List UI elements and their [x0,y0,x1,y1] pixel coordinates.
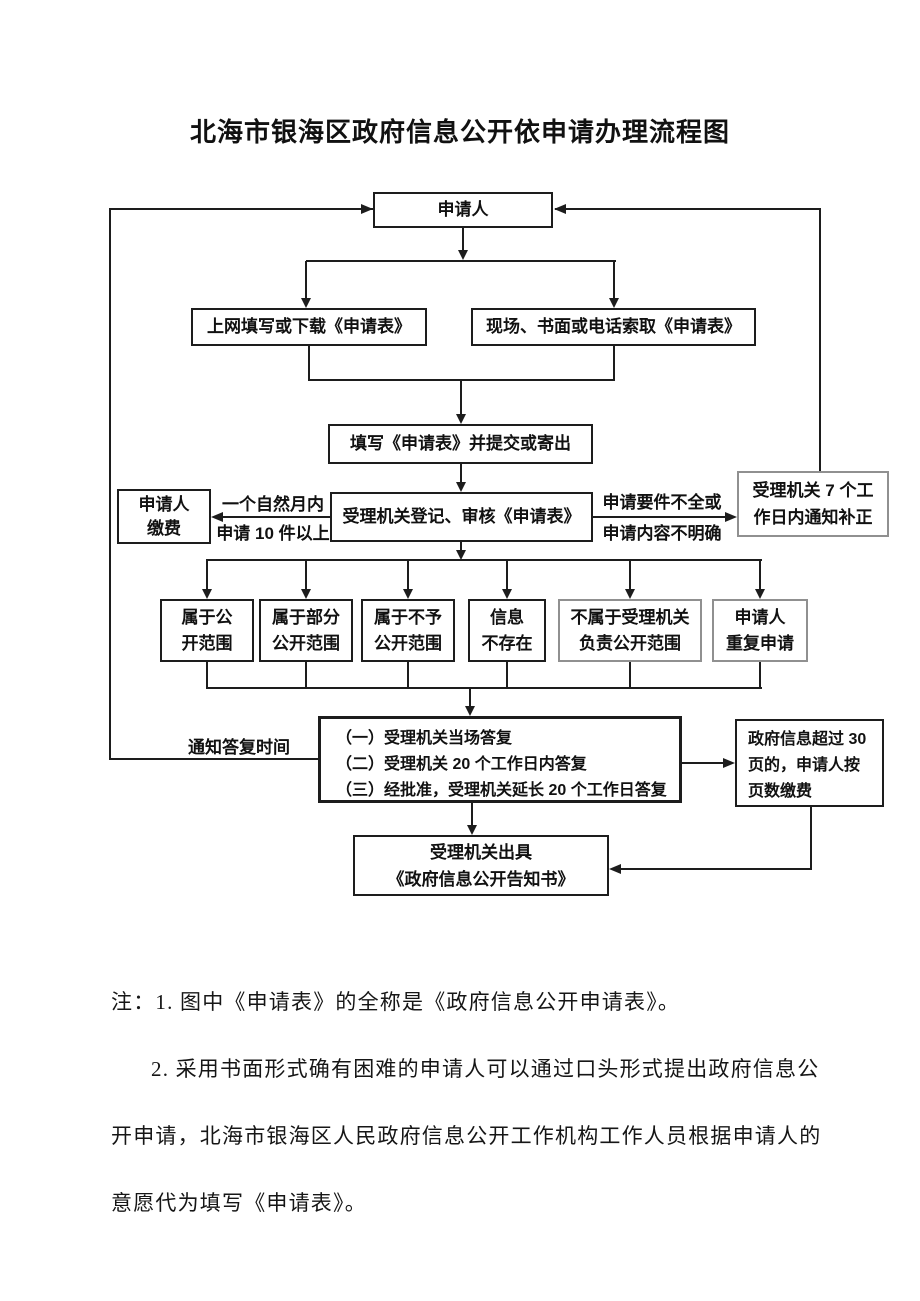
node-applicant: 申请人 [373,192,553,228]
connector-drop-1 [206,561,208,589]
arrowhead-into-pay [211,512,223,522]
node-info-not-exist: 信息 不存在 [468,599,546,662]
connector-register-supplement [593,516,725,518]
node-online-download-form: 上网填写或下载《申请表》 [191,308,427,346]
connector-drop-5 [629,561,631,589]
arrowhead-into-applicant-right [554,204,566,214]
edge-label-incomplete-bottom: 申请内容不明确 [602,524,722,543]
connector-distribution-line [206,559,762,561]
node-pages-fee: 政府信息超过 30 页的，申请人按 页数缴费 [735,719,884,807]
arrowhead-into-online [301,298,311,308]
arrowhead-drop-5 [625,589,635,599]
connector-merge-forms [308,379,615,381]
note-line-3: 开申请，北海市银海区人民政府信息公开工作机构工作人员根据申请人的 [111,1124,822,1148]
connector-pagesfee-issue [621,868,812,870]
note-line-4: 意愿代为填写《申请表》。 [111,1191,367,1215]
note-line-1: 注：1. 图中《申请表》的全称是《政府信息公开申请表》。 [111,990,681,1014]
connector-supplement-up-vertical [819,208,821,471]
connector-feedback-left-vertical [109,208,111,760]
edge-label-monthly-limit-top: 一个自然月内 [222,495,324,514]
node-onsite-request-form: 现场、书面或电话索取《申请表》 [471,308,756,346]
arrowhead-drop-4 [502,589,512,599]
connector-drop-6 [759,561,761,589]
connector-stub-3 [407,662,409,688]
edge-label-monthly-limit-bottom: 申请 10 件以上 [216,524,330,543]
connector-drop-2 [305,561,307,589]
node-applicant-pay: 申请人 缴费 [117,489,211,544]
node-notify-supplement: 受理机关 7 个工 作日内通知补正 [737,471,889,537]
connector-reply-pagesfee [682,762,725,764]
node-issue-notice: 受理机关出具 《政府信息公开告知书》 [353,835,609,896]
arrowhead-into-fill [456,414,466,424]
reply-option-1: （一）受理机关当场答复 [336,730,513,747]
connector-results-drop [469,688,471,706]
connector-register-pay [221,516,330,518]
node-register-review: 受理机关登记、审核《申请表》 [330,492,593,542]
arrowhead-drop-2 [301,589,311,599]
arrowhead-applicant-down [458,250,468,260]
connector-reply-issue [471,803,473,825]
node-within-disclosure-scope: 属于公 开范围 [160,599,254,662]
node-not-responsible: 不属于受理机关 负责公开范围 [558,599,702,662]
reply-option-2: （二）受理机关 20 个工作日内答复 [336,756,587,773]
connector-stub-1 [206,662,208,688]
arrowhead-into-reply [465,706,475,716]
arrowhead-drop-3 [403,589,413,599]
edge-label-incomplete-top: 申请要件不全或 [602,493,722,512]
node-non-disclosure: 属于不予 公开范围 [361,599,455,662]
node-partial-disclosure: 属于部分 公开范围 [259,599,353,662]
reply-option-3: （三）经批准，受理机关延长 20 个工作日答复 [336,782,667,799]
connector-pagesfee-down [810,807,812,869]
arrowhead-into-supplement [725,512,737,522]
arrowhead-into-applicant-left [361,204,373,214]
connector-applicant-down [462,228,464,252]
connector-drop-3 [407,561,409,589]
connector-splitter-left-drop [305,261,307,298]
arrowhead-into-register [456,482,466,492]
note-line-2: 2. 采用书面形式确有困难的申请人可以通过口头形式提出政府信息公 [151,1057,820,1081]
connector-merge-results [206,687,762,689]
arrowhead-into-pagesfee [723,758,735,768]
node-fill-submit-form: 填写《申请表》并提交或寄出 [328,424,593,464]
connector-fill-register [460,464,462,482]
connector-stub-2 [305,662,307,688]
arrowhead-into-onsite [609,298,619,308]
connector-register-down [460,542,462,551]
connector-feedback-right-top [555,208,820,210]
connector-notify-reply-time [110,758,318,760]
connector-merge-drop [460,381,462,414]
connector-splitter-right-drop [613,261,615,298]
arrowhead-into-issue-right [609,864,621,874]
connector-feedback-left-top [110,208,373,210]
connector-drop-4 [506,561,508,589]
connector-splitter [306,260,616,262]
arrowhead-drop-6 [755,589,765,599]
connector-stub-6 [759,662,761,688]
connector-onsite-stub [613,346,615,381]
arrowhead-into-issue [467,825,477,835]
connector-stub-5 [629,662,631,688]
page-title: 北海市银海区政府信息公开依申请办理流程图 [189,117,730,147]
connector-online-stub [308,346,310,381]
node-reply-options: （一）受理机关当场答复 （二）受理机关 20 个工作日内答复 （三）经批准，受理… [318,716,682,803]
connector-stub-4 [506,662,508,688]
arrowhead-register-down [456,550,466,560]
arrowhead-drop-1 [202,589,212,599]
edge-label-notify-reply-time: 通知答复时间 [188,738,290,757]
node-repeat-application: 申请人 重复申请 [712,599,808,662]
